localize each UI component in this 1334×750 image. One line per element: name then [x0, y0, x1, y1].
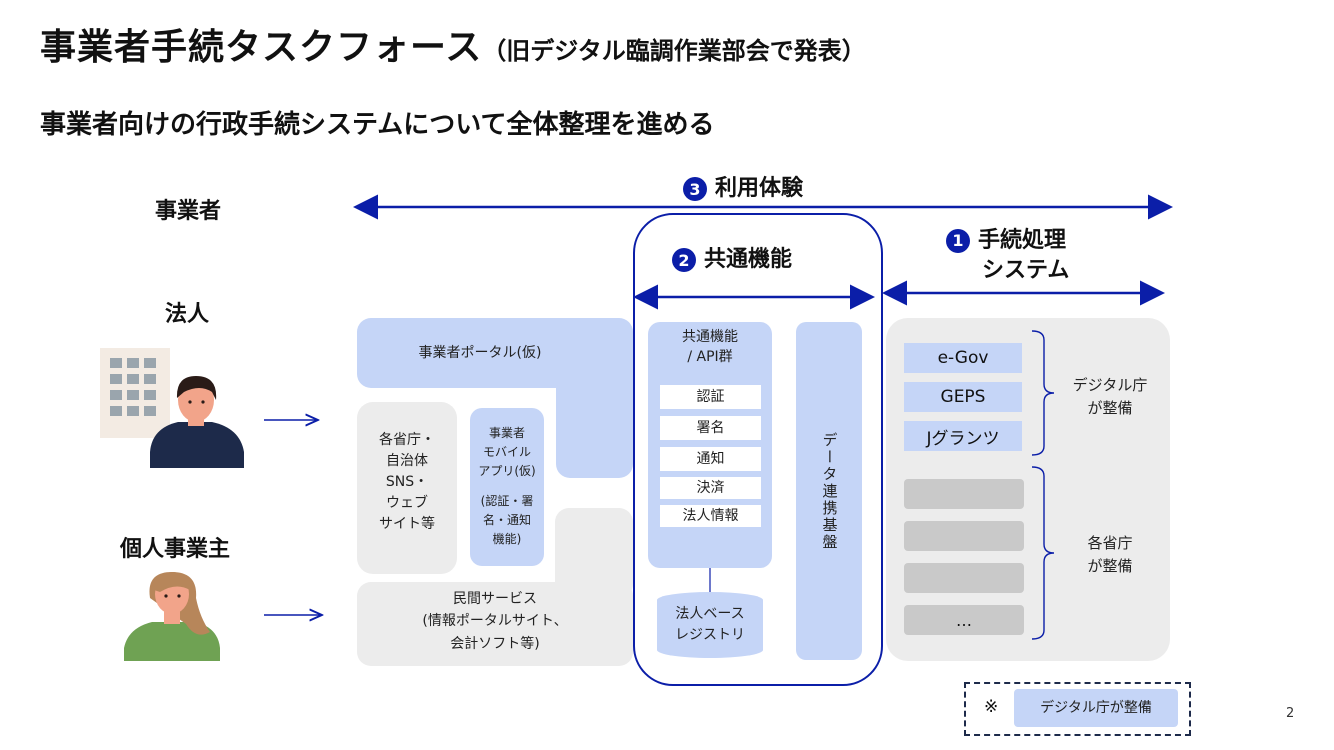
- section-user-experience-label: 利用体験: [715, 176, 804, 201]
- digital-agency-bracket: [1031, 330, 1055, 456]
- registry-label: 法人ベース レジストリ: [657, 604, 763, 646]
- mobile-line4: (認証・署: [480, 493, 534, 508]
- section-common-functions-label: 共通機能: [704, 247, 793, 272]
- number-badge-2: 2: [672, 248, 696, 272]
- api-item-payment: 決済: [660, 477, 761, 499]
- minkan-line3: 会計ソフト等): [450, 635, 540, 652]
- actor-hojin: 法人: [165, 302, 210, 327]
- registry-cylinder: [657, 592, 763, 658]
- data-linkage-box: [796, 322, 862, 660]
- sole-proprietor-person-icon: [124, 572, 220, 661]
- mobile-line6: 機能): [492, 531, 522, 546]
- api-line1: 共通機能: [682, 329, 738, 345]
- actor-kojin: 個人事業主: [120, 537, 231, 562]
- building-icon: [100, 348, 170, 438]
- digital-agency-note: デジタル庁 が整備: [1060, 374, 1160, 419]
- number-badge-1: 1: [946, 229, 970, 253]
- ministries-bracket: [1031, 466, 1055, 640]
- actor-jigyosha: 事業者: [155, 199, 222, 224]
- business-portal-label: 事業者ポータル(仮): [418, 344, 542, 361]
- data-linkage-label: データ連携基盤: [820, 432, 839, 551]
- ministries-line2: が整備: [1087, 556, 1133, 575]
- page-title: 事業者手続タスクフォース（旧デジタル臨調作業部会で発表）: [40, 18, 866, 70]
- ministries-note: 各省庁 が整備: [1060, 532, 1160, 577]
- api-item-signature: 署名: [660, 416, 761, 440]
- local-line2: 自治体: [386, 453, 428, 469]
- mobile-app-label: 事業者 モバイル アプリ(仮) (認証・署 名・通知 機能): [470, 424, 544, 549]
- ministries-line1: 各省庁: [1087, 534, 1133, 552]
- mobile-app-box: [470, 408, 544, 566]
- section-procedure-systems: 1 手続処理 システム: [946, 226, 1069, 286]
- legend-box: [964, 682, 1191, 736]
- api-group-box: [648, 322, 772, 568]
- digital-agency-line1: デジタル庁: [1072, 376, 1148, 394]
- section-procedure-line1: 手続処理: [978, 228, 1067, 253]
- legend-mark: ※: [984, 697, 999, 717]
- section-common-functions: 2 共通機能: [672, 241, 792, 273]
- api-item-corp-info: 法人情報: [660, 505, 761, 527]
- minkan-service-label: 民間サービス (情報ポータルサイト、 会計ソフト等): [357, 588, 633, 655]
- corporate-person-icon: [150, 376, 244, 468]
- ministry-system-more: …: [904, 605, 1024, 635]
- registry-line1: 法人ベース: [675, 606, 745, 622]
- page-subtitle: 事業者向けの行政手続システムについて全体整理を進める: [40, 110, 715, 140]
- system-egov: e-Gov: [904, 343, 1022, 373]
- number-badge-3: 3: [683, 177, 707, 201]
- section-procedure-line2: システム: [982, 258, 1070, 283]
- page-title-note: （旧デジタル臨調作業部会で発表）: [482, 37, 866, 65]
- local-line3: SNS・: [385, 474, 429, 490]
- local-line1: 各省庁・: [379, 432, 435, 448]
- local-line4: ウェブ: [386, 495, 428, 511]
- ministry-system-2: [904, 521, 1024, 551]
- mobile-line3: アプリ(仮): [478, 464, 536, 479]
- minkan-line2: (情報ポータルサイト、: [422, 613, 568, 630]
- api-group-label: 共通機能 / API群: [648, 328, 772, 367]
- minkan-service-box: [357, 582, 633, 666]
- business-portal-tail: [556, 370, 633, 478]
- api-item-auth: 認証: [660, 385, 761, 409]
- local-sns-label: 各省庁・ 自治体 SNS・ ウェブ サイト等: [357, 430, 457, 535]
- registry-line2: レジストリ: [675, 627, 745, 643]
- mobile-line5: 名・通知: [482, 512, 531, 527]
- ministry-system-3: [904, 563, 1024, 593]
- api-line2: / API群: [687, 348, 733, 365]
- local-line5: サイト等: [379, 516, 435, 532]
- minkan-line1: 民間サービス: [453, 591, 537, 607]
- local-sns-box: [357, 402, 457, 574]
- digital-agency-line2: が整備: [1087, 398, 1133, 417]
- api-item-notification: 通知: [660, 447, 761, 471]
- legend-label: デジタル庁が整備: [1014, 689, 1178, 727]
- page-number: 2: [1286, 706, 1295, 721]
- section-user-experience: 3 利用体験: [683, 170, 803, 202]
- system-jgrants: Jグランツ: [904, 421, 1022, 451]
- ministry-system-1: [904, 479, 1024, 509]
- page-title-main: 事業者手続タスクフォース: [40, 27, 483, 68]
- system-geps: GEPS: [904, 382, 1022, 412]
- mobile-line1: 事業者: [488, 426, 525, 440]
- mobile-line2: モバイル: [482, 445, 531, 460]
